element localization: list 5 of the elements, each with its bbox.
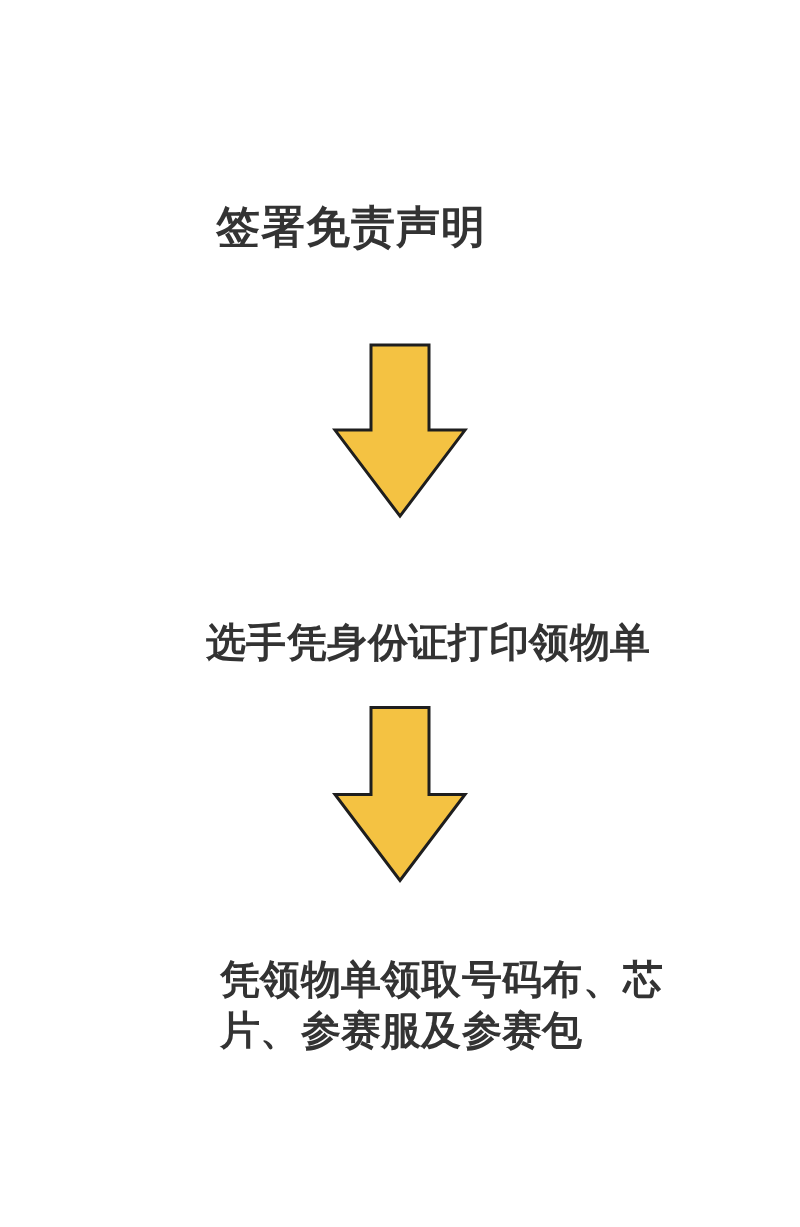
step-text: 选手凭身份证打印领物单: [206, 616, 651, 668]
down-arrow: [332, 706, 468, 883]
step-text: 凭领物单领取号码布、芯片、参赛服及参赛包: [220, 954, 666, 1057]
down-arrow: [332, 343, 468, 519]
step-text: 签署免责声明: [216, 198, 486, 256]
